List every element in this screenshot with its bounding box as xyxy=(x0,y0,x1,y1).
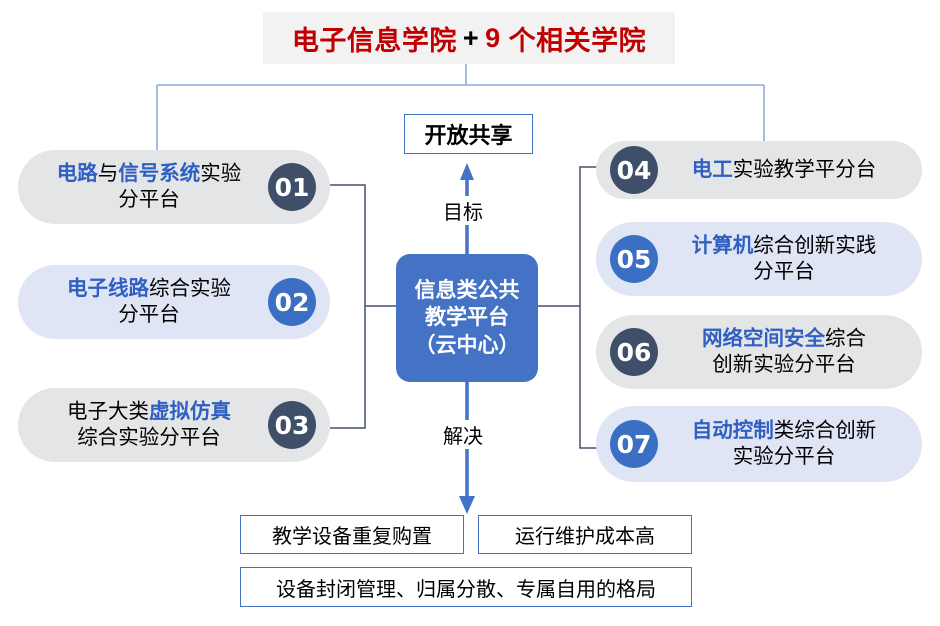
platform-card-04[interactable]: 04 电工实验教学平分台 xyxy=(596,141,922,199)
platform-card-07-text: 自动控制类综合创新 实验分平台 xyxy=(658,418,910,470)
platform-card-01[interactable]: 电路与信号系统实验 分平台 01 xyxy=(18,150,330,224)
problem-box-1: 教学设备重复购置 xyxy=(240,515,464,554)
platform-card-01-number: 01 xyxy=(268,163,316,211)
page-title: 电子信息学院 + 9 个相关学院 xyxy=(263,12,675,64)
platform-card-05-text: 计算机综合创新实践 分平台 xyxy=(658,233,910,285)
platform-01-line2: 分平台 xyxy=(118,188,180,211)
title-part-related: 个相关学院 xyxy=(508,25,647,56)
platform-card-01-text: 电路与信号系统实验 分平台 xyxy=(30,161,268,213)
platform-card-02-number: 02 xyxy=(268,278,316,326)
platform-01-hi-a: 电路 xyxy=(56,161,98,185)
platform-card-02-text: 电子线路综合实验 分平台 xyxy=(30,276,268,328)
platform-06-tail: 综合 xyxy=(825,326,866,350)
platform-01-hi-b: 信号系统 xyxy=(118,161,201,185)
platform-card-05[interactable]: 05 计算机综合创新实践 分平台 xyxy=(596,222,922,296)
central-platform-box: 信息类公共 教学平台 （云中心） xyxy=(396,254,538,382)
goal-label: 目标 xyxy=(438,196,488,225)
title-count: 9 xyxy=(485,22,501,53)
platform-card-06-text: 网络空间安全综合 创新实验分平台 xyxy=(658,326,910,378)
platform-03-mid: 电子大类 xyxy=(67,399,149,423)
platform-05-hi: 计算机 xyxy=(691,233,754,257)
platform-04-tail: 实验教学平分台 xyxy=(732,157,877,181)
solve-label: 解决 xyxy=(438,420,488,449)
platform-card-07-number: 07 xyxy=(610,420,658,468)
platform-card-04-text: 电工实验教学平分台 xyxy=(658,157,910,183)
platform-card-06[interactable]: 06 网络空间安全综合 创新实验分平台 xyxy=(596,315,922,389)
platform-03-line2: 综合实验分平台 xyxy=(77,426,221,449)
open-share-box: 开放共享 xyxy=(404,114,533,154)
problem-box-2: 运行维护成本高 xyxy=(478,515,692,554)
platform-06-line2: 创新实验分平台 xyxy=(712,353,856,376)
platform-card-05-number: 05 xyxy=(610,235,658,283)
platform-06-hi: 网络空间安全 xyxy=(702,326,825,350)
platform-04-hi: 电工 xyxy=(691,157,733,181)
central-platform-line2: 教学平台 xyxy=(425,306,509,330)
title-part-college: 电子信息学院 xyxy=(291,25,457,56)
platform-05-tail: 综合创新实践 xyxy=(753,233,877,257)
platform-07-tail: 类综合创新 xyxy=(773,418,877,442)
platform-card-02[interactable]: 电子线路综合实验 分平台 02 xyxy=(18,265,330,339)
platform-07-line2: 实验分平台 xyxy=(732,445,836,468)
platform-card-03[interactable]: 电子大类虚拟仿真 综合实验分平台 03 xyxy=(18,388,330,462)
platform-05-line2: 分平台 xyxy=(753,260,815,283)
central-platform-line1: 信息类公共 xyxy=(414,279,520,303)
problem-box-3: 设备封闭管理、归属分散、专属自用的格局 xyxy=(240,567,692,607)
central-platform-line3: （云中心） xyxy=(414,333,520,357)
platform-02-tail: 综合实验 xyxy=(149,276,231,300)
platform-card-07[interactable]: 07 自动控制类综合创新 实验分平台 xyxy=(596,406,922,482)
platform-03-hi-b: 虚拟仿真 xyxy=(149,399,231,423)
platform-01-tail: 实验 xyxy=(200,161,242,185)
platform-02-hi-a: 电子线路 xyxy=(67,276,149,300)
platform-card-03-number: 03 xyxy=(268,401,316,449)
platform-01-mid: 与 xyxy=(97,161,119,185)
title-plus-sign: + xyxy=(462,22,480,53)
platform-card-03-text: 电子大类虚拟仿真 综合实验分平台 xyxy=(30,399,268,451)
platform-02-line2: 分平台 xyxy=(118,303,180,326)
platform-card-04-number: 04 xyxy=(610,146,658,194)
platform-card-06-number: 06 xyxy=(610,328,658,376)
platform-07-hi: 自动控制 xyxy=(691,418,774,442)
